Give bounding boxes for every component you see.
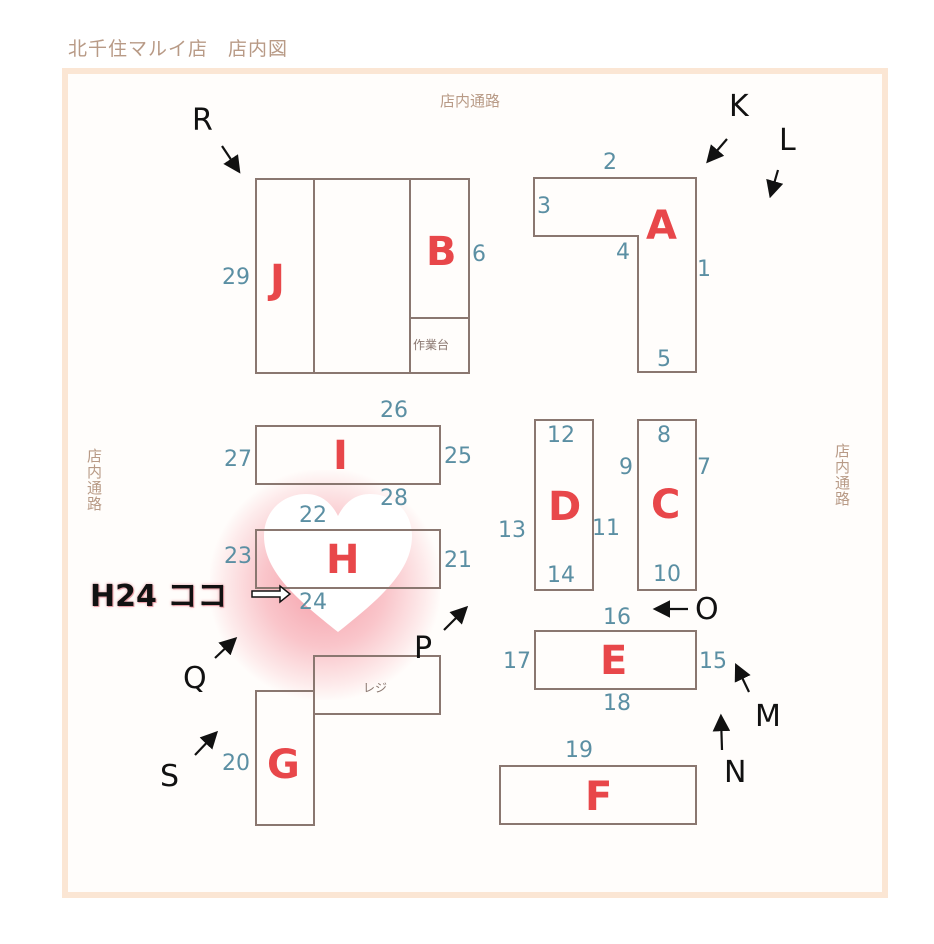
block-d[interactable] (534, 419, 594, 591)
shelf-number: 8 (657, 423, 671, 448)
marker-s: S (160, 759, 180, 794)
zone-letter-e: E (600, 638, 628, 684)
store-floor (62, 68, 888, 898)
aisle-label-left: 店内通路 (85, 448, 103, 512)
shelf-number: 10 (653, 562, 681, 587)
marker-k: K (729, 89, 749, 124)
register-counter (313, 655, 441, 715)
shelf-number-h24: 24 (299, 590, 327, 615)
register-label: レジ (363, 681, 388, 695)
shelf-number: 28 (380, 486, 408, 511)
work-table-label: 作業台 (413, 338, 450, 352)
arrow-icon (194, 730, 219, 756)
map-title: 北千住マルイ店 店内図 (68, 38, 289, 60)
shelf-number: 15 (699, 649, 727, 674)
block-c[interactable] (637, 419, 697, 591)
block-i[interactable] (255, 425, 441, 485)
block-e[interactable] (534, 630, 697, 690)
shelf-number: 19 (565, 738, 593, 763)
zone-letter-d: D (548, 484, 582, 530)
zone-letter-f: F (585, 774, 613, 820)
zone-letter-c: C (651, 482, 681, 528)
work-table (409, 317, 470, 374)
shelf-number: 22 (299, 503, 327, 528)
arrow-icon (214, 636, 238, 659)
shelf-number: 3 (537, 194, 551, 219)
zone-letter-i: I (333, 433, 348, 479)
marker-q: Q (183, 661, 207, 696)
zone-letter-a: A (646, 203, 677, 249)
block-h[interactable] (255, 529, 441, 589)
shelf-number: 13 (498, 518, 526, 543)
shelf-number: 16 (603, 605, 631, 630)
heart-icon (264, 494, 412, 632)
you-are-here-label: H24 ココ (90, 579, 228, 614)
marker-l: L (779, 123, 796, 158)
marker-r: R (192, 103, 213, 138)
shelf-number: 17 (503, 649, 531, 674)
block-j[interactable] (255, 178, 315, 374)
marker-n: N (724, 755, 747, 790)
shelf-number: 1 (697, 257, 711, 282)
shelf-number: 27 (224, 447, 252, 472)
shelf-number: 25 (444, 444, 472, 469)
arrow-icon (443, 605, 469, 631)
block-f[interactable] (499, 765, 697, 825)
shelf-number: 21 (444, 548, 472, 573)
shelf-number: 18 (603, 691, 631, 716)
shelf-number: 4 (616, 240, 630, 265)
aisle-label-top: 店内通路 (440, 92, 501, 110)
pointer-arrow-icon (251, 584, 292, 604)
arrow-icon (221, 145, 241, 174)
marker-m: M (755, 699, 781, 734)
shelf-number: 23 (224, 544, 252, 569)
zone-letter-b: B (426, 229, 457, 275)
shelf-number: 12 (547, 423, 575, 448)
aisle-label-right: 店内通路 (833, 443, 851, 507)
marker-o: O (695, 592, 719, 627)
shelf-number: 11 (592, 516, 620, 541)
shelf-number: 5 (657, 347, 671, 372)
arrow-icon (706, 138, 728, 164)
shelf-number: 2 (603, 150, 617, 175)
block-a[interactable] (532, 176, 700, 376)
shelf-number: 9 (619, 455, 633, 480)
zone-letter-h: H (326, 537, 360, 583)
block-g[interactable] (255, 690, 315, 826)
shelf-number: 20 (222, 751, 250, 776)
arrow-icon (766, 169, 784, 199)
marker-p: P (414, 631, 433, 666)
shelf-number: 14 (547, 563, 575, 588)
zone-letter-g: G (267, 742, 300, 788)
zone-letter-j: J (270, 257, 285, 303)
shelf-number: 26 (380, 398, 408, 423)
shelf-number: 7 (697, 455, 711, 480)
arrow-icon (734, 663, 751, 693)
shelf-number: 29 (222, 265, 250, 290)
arrow-icon (712, 713, 731, 751)
shelf-number: 6 (472, 242, 486, 267)
